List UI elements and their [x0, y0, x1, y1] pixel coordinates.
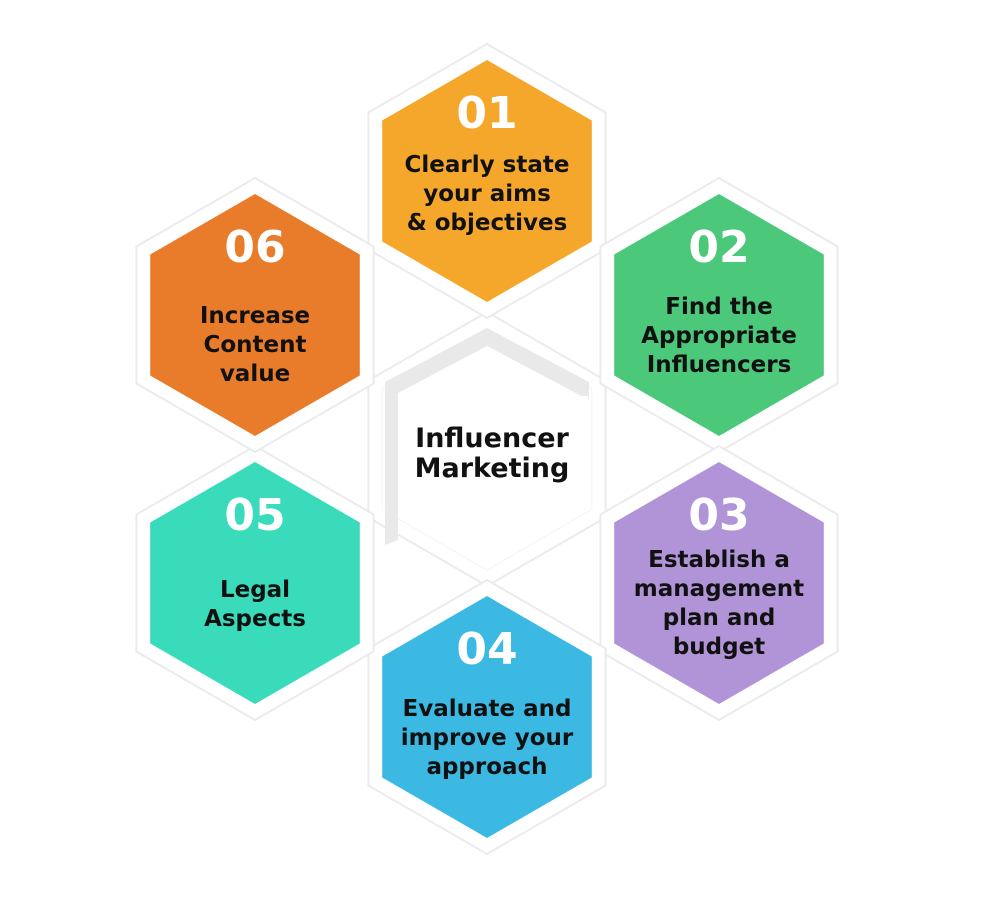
step-label-line: Evaluate and [403, 696, 572, 722]
step-label-line: improve your [401, 725, 574, 751]
step-hexagon-fill [150, 194, 360, 436]
step-label-line: Find the [665, 294, 772, 320]
step-label-line: value [220, 361, 290, 387]
step-number: 03 [688, 490, 749, 541]
center-title-line: Marketing [415, 453, 570, 484]
step-label-line: budget [673, 634, 765, 660]
step-label-line: Clearly state [405, 152, 570, 178]
step-label-line: Legal [220, 577, 290, 603]
step-label-line: your aims [423, 181, 551, 207]
center-title-line: Influencer [415, 423, 569, 454]
step-label-line: Establish a [648, 547, 790, 573]
step-hexagon-fill [614, 194, 824, 436]
step-number: 02 [688, 222, 749, 273]
step-label-line: Increase [200, 303, 310, 329]
step-hexagon-fill [150, 462, 360, 704]
step-hexagon-fill [614, 462, 824, 704]
step-label-line: plan and [663, 605, 776, 631]
step-hexagon-fill [382, 60, 592, 302]
center-label-backdrop [398, 396, 588, 506]
step-label-line: Aspects [204, 606, 306, 632]
step-number: 01 [456, 88, 517, 139]
step-hexagon-fill [382, 596, 592, 838]
step-number: 06 [224, 222, 285, 273]
step-label-line: Influencers [647, 352, 792, 378]
step-label-line: management [634, 576, 804, 602]
step-number: 04 [456, 624, 517, 675]
step-label-line: Appropriate [641, 323, 797, 349]
step-label-line: Content [203, 332, 306, 358]
step-label-line: & objectives [407, 210, 568, 236]
step-number: 05 [224, 490, 285, 541]
step-label-line: approach [426, 754, 547, 780]
